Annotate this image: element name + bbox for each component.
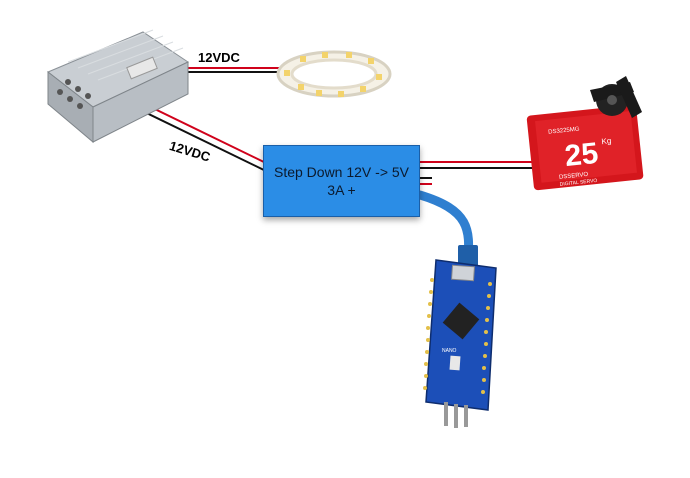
power-supply bbox=[47, 29, 190, 144]
servo-model: DS3225MG bbox=[548, 126, 580, 135]
servo-brand: DSSERVO bbox=[559, 172, 589, 181]
nano-label: NANO bbox=[442, 348, 457, 354]
servo-unit: Kg bbox=[601, 136, 612, 146]
led-strip bbox=[276, 50, 392, 98]
usb-plug bbox=[458, 245, 478, 267]
label-12vdc-strip: 12VDC bbox=[198, 50, 240, 65]
servo-subtitle: DIGITAL SERVO bbox=[560, 178, 598, 188]
servo-number: 25 bbox=[563, 137, 600, 173]
converter-line-2: 3A + bbox=[327, 182, 356, 198]
arduino-nano: NANO bbox=[423, 259, 497, 428]
step-down-converter: Step Down 12V -> 5V 3A + bbox=[263, 145, 420, 217]
converter-line-1: Step Down 12V -> 5V bbox=[273, 164, 410, 180]
servo-motor: 25 Kg DSSERVO DIGITAL SERVO DS3225MG bbox=[526, 76, 644, 191]
